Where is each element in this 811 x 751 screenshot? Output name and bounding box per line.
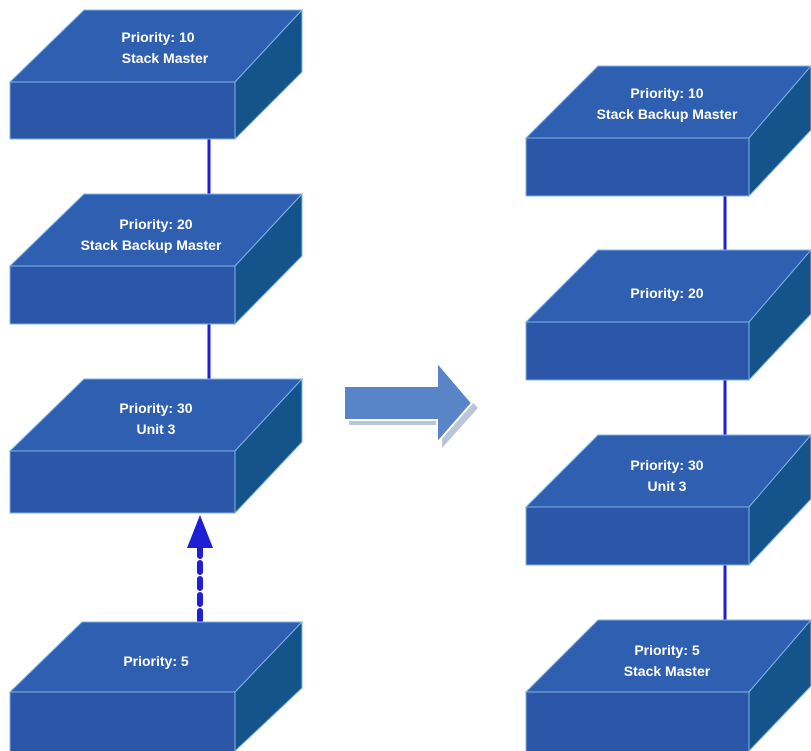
switch-front-face [525, 506, 750, 566]
switch-front-face [525, 321, 750, 381]
after-stack: Priority: 10 Stack Backup Master Priorit… [524, 65, 811, 751]
node-label-line2: Stack Backup Master [597, 106, 738, 122]
switch-unit: Priority: 10 Stack Backup Master [524, 65, 811, 198]
switch-unit: Priority: 10 Stack Master [8, 8, 304, 141]
node-label-line1: Priority: 10 [121, 29, 194, 45]
node-label-line1: Priority: 30 [630, 457, 703, 473]
node-label-line2: Unit 3 [648, 478, 687, 494]
node-label-line1: Priority: 5 [634, 642, 700, 658]
node-label-line2: Stack Backup Master [81, 237, 222, 253]
switch-front-face [9, 265, 236, 325]
switch-unit: Priority: 20 Stack Backup Master [8, 192, 304, 326]
switch-front-face [9, 691, 236, 751]
node-label-line1: Priority: 5 [123, 653, 189, 669]
switch-unit: Priority: 30 Unit 3 [524, 434, 811, 567]
node-label-line2: Stack Master [122, 50, 209, 66]
node-label-line1: Priority: 10 [630, 85, 703, 101]
switch-unit: Priority: 30 Unit 3 [8, 377, 304, 515]
switch-unit: Priority: 5 Stack Master [524, 619, 811, 751]
node-label-line2: Stack Master [624, 663, 711, 679]
node-label-line1: Priority: 20 [630, 285, 703, 301]
switch-front-face [9, 81, 236, 140]
node-label-line1: Priority: 20 [119, 216, 192, 232]
right-arrow-icon [343, 359, 478, 448]
before-stack: Priority: 10 Stack Master Priority: 20 S… [8, 8, 304, 751]
switch-front-face [9, 450, 236, 514]
node-label-line1: Priority: 30 [119, 400, 192, 416]
node-label-line2: Unit 3 [137, 421, 176, 437]
dashed-up-arrow-icon [187, 515, 213, 623]
switch-unit: Priority: 5 [8, 620, 304, 751]
switch-front-face [525, 691, 750, 751]
switch-front-face [525, 137, 750, 197]
switch-unit: Priority: 20 [524, 249, 811, 382]
